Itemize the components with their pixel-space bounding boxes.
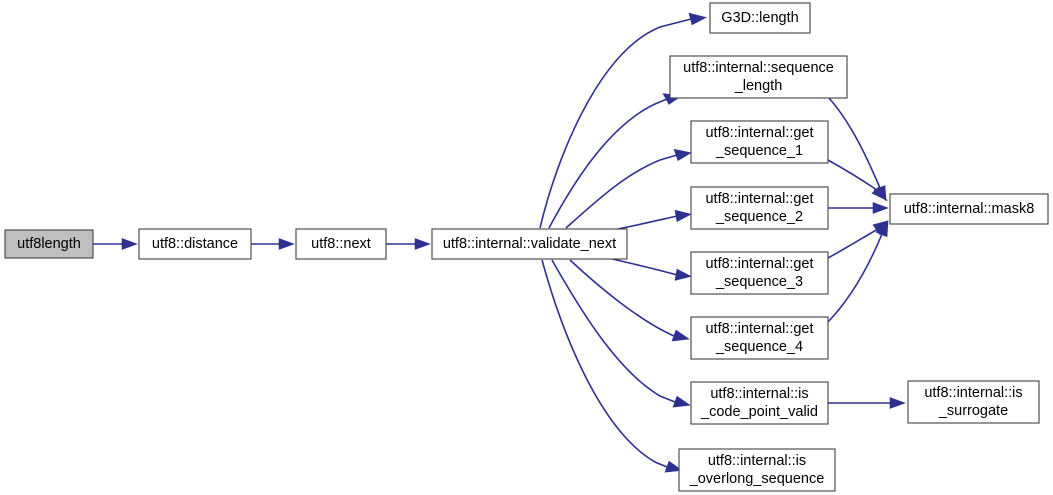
node-label: _overlong_sequence [689, 471, 825, 487]
graph-node-next[interactable]: utf8::next [295, 228, 387, 260]
edge-line [551, 259, 676, 403]
graph-edge [569, 259, 690, 342]
node-box[interactable] [690, 316, 829, 360]
graph-edge [93, 238, 138, 250]
node-label: _sequence_2 [715, 209, 803, 225]
edge-line [607, 257, 678, 276]
graph-node-mask8[interactable]: utf8::internal::mask8 [889, 193, 1049, 225]
arrowhead-icon [871, 186, 888, 202]
node-label: utf8::internal::is [924, 385, 1022, 401]
graph-node-distance[interactable]: utf8::distance [138, 228, 252, 260]
arrowhead-icon [674, 268, 692, 281]
node-label: utf8::internal::validate_next [443, 236, 616, 252]
node-box[interactable] [690, 251, 829, 295]
node-box[interactable] [138, 228, 252, 260]
node-box[interactable] [889, 193, 1049, 225]
arrowhead-icon [674, 209, 692, 223]
node-label: utf8::internal::mask8 [904, 201, 1035, 217]
graph-node-is_overlong_sequence[interactable]: utf8::internal::is_overlong_sequence [678, 448, 836, 492]
node-label: _surrogate [938, 403, 1008, 419]
node-label: utf8::internal::get [705, 191, 813, 207]
node-label: _sequence_4 [715, 339, 803, 355]
node-box[interactable] [431, 228, 628, 260]
edge-line [827, 159, 878, 191]
graph-edge [828, 397, 906, 409]
graph-node-g3d_length[interactable]: G3D::length [709, 2, 811, 34]
arrowhead-icon [121, 238, 138, 250]
graph-edge [548, 93, 682, 229]
node-label: G3D::length [721, 10, 798, 26]
arrowhead-icon [673, 148, 692, 162]
graph-edge [827, 159, 888, 202]
arrowhead-icon [278, 238, 295, 250]
graph-edge [565, 148, 692, 229]
node-label: _code_point_valid [700, 404, 818, 420]
arrowhead-icon [872, 202, 889, 214]
edge-line [565, 154, 678, 229]
arrowhead-icon [414, 238, 431, 250]
graph-edge [828, 202, 889, 214]
graph-node-utf8length[interactable]: utf8length [4, 229, 94, 259]
node-label: utf8::internal::sequence [683, 60, 834, 76]
edge-line [548, 98, 668, 229]
graph-node-get_sequence_1[interactable]: utf8::internal::get_sequence_1 [690, 120, 829, 164]
edge-line [569, 259, 675, 337]
node-label: utf8::next [311, 236, 371, 252]
graph-edge [551, 259, 691, 408]
node-box[interactable] [690, 186, 829, 230]
graph-node-get_sequence_3[interactable]: utf8::internal::get_sequence_3 [690, 251, 829, 295]
graph-edge [828, 97, 887, 202]
graph-edge [251, 238, 295, 250]
node-box[interactable] [709, 2, 811, 34]
node-box[interactable] [690, 381, 829, 425]
graph-edge [827, 220, 889, 323]
node-label: utf8::internal::get [705, 256, 813, 272]
node-label: _length [734, 78, 783, 94]
arrowhead-icon [672, 395, 691, 408]
node-box[interactable] [690, 120, 829, 164]
edge-line [539, 18, 692, 229]
graph-node-get_sequence_4[interactable]: utf8::internal::get_sequence_4 [690, 316, 829, 360]
graph-edge [607, 209, 692, 232]
graph-node-is_code_point_valid[interactable]: utf8::internal::is_code_point_valid [690, 381, 829, 425]
arrowhead-icon [664, 460, 683, 473]
node-box[interactable] [907, 380, 1040, 424]
graph-edge [607, 257, 692, 281]
node-label: utf8::internal::is [710, 386, 808, 402]
node-label: utf8::internal::is [708, 453, 806, 469]
node-box[interactable] [295, 228, 387, 260]
node-box[interactable] [678, 448, 836, 492]
edge-line [828, 97, 881, 189]
graph-edge [539, 12, 707, 229]
arrowhead-icon [688, 12, 707, 26]
arrowhead-icon [875, 220, 889, 238]
graph-node-is_surrogate[interactable]: utf8::internal::is_surrogate [907, 380, 1040, 424]
graph-edge [541, 259, 683, 473]
node-label: utf8::internal::get [705, 125, 813, 141]
edge-line [541, 259, 668, 468]
graph-node-validate_next[interactable]: utf8::internal::validate_next [431, 228, 628, 260]
edge-line [827, 228, 879, 259]
edge-line [827, 233, 883, 323]
arrowhead-icon [889, 397, 906, 409]
graph-node-get_sequence_2[interactable]: utf8::internal::get_sequence_2 [690, 186, 829, 230]
node-label: utf8::internal::get [705, 321, 813, 337]
arrowhead-icon [671, 329, 690, 342]
node-box[interactable] [4, 229, 94, 259]
node-label: _sequence_3 [715, 274, 803, 290]
node-label: utf8length [17, 236, 81, 252]
node-box[interactable] [669, 55, 848, 99]
node-label: utf8::distance [152, 236, 238, 252]
graph-edge [386, 238, 431, 250]
node-label: _sequence_1 [715, 143, 803, 159]
graph-node-sequence_length[interactable]: utf8::internal::sequence_length [669, 55, 848, 99]
